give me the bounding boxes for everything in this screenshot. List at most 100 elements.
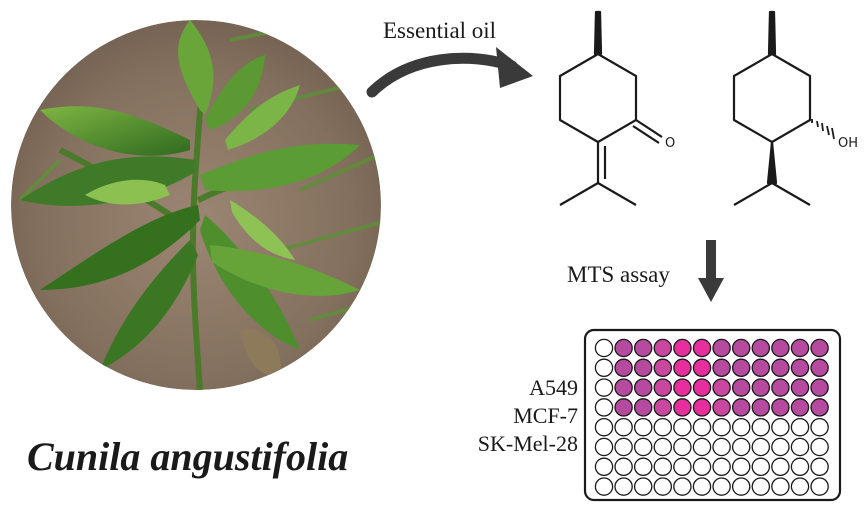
well-r7-c1 xyxy=(594,457,614,477)
well-r3-c2 xyxy=(614,378,633,397)
cell-line-mcf7: MCF-7 xyxy=(513,403,578,428)
well-r1-c7 xyxy=(712,338,731,358)
well-r4-c5 xyxy=(673,398,692,417)
well-r3-c7 xyxy=(712,378,731,397)
well-r5-c11 xyxy=(790,417,810,437)
well-r3-c10 xyxy=(771,378,790,397)
well-r6-c9 xyxy=(751,437,771,457)
well-r8-c1 xyxy=(594,477,614,496)
well-r8-c8 xyxy=(731,477,751,496)
well-r1-c11 xyxy=(790,338,810,358)
well-r4-c11 xyxy=(790,398,810,417)
well-r1-c1 xyxy=(594,338,614,358)
plant-photo xyxy=(11,20,381,390)
pulegone-ring xyxy=(558,52,638,144)
well-r7-c3 xyxy=(633,457,653,477)
well-r4-c2 xyxy=(614,398,633,417)
well-r1-c5 xyxy=(673,338,692,358)
well-r6-c4 xyxy=(653,437,673,457)
well-r8-c4 xyxy=(653,477,673,496)
well-r6-c3 xyxy=(633,437,653,457)
well-r4-c4 xyxy=(653,398,673,417)
well-r5-c5 xyxy=(673,417,692,437)
well-r1-c9 xyxy=(751,338,771,358)
well-r3-c8 xyxy=(731,378,751,397)
cell-line-skmel28: SK-Mel-28 xyxy=(478,431,578,456)
pulegone-structure xyxy=(558,10,663,206)
well-r6-c5 xyxy=(673,437,692,457)
well-plate xyxy=(583,328,842,502)
well-r7-c9 xyxy=(751,457,771,477)
well-r7-c7 xyxy=(712,457,731,477)
well-r3-c3 xyxy=(633,378,653,397)
well-r5-c12 xyxy=(810,417,829,437)
menthol-structure xyxy=(732,10,835,206)
well-r1-c6 xyxy=(692,338,712,358)
hydroxyl-label: OH xyxy=(838,136,858,151)
well-r4-c8 xyxy=(731,398,751,417)
well-r2-c7 xyxy=(712,358,731,378)
well-r8-c12 xyxy=(810,477,829,496)
well-r2-c6 xyxy=(692,358,712,378)
well-r7-c4 xyxy=(653,457,673,477)
well-r7-c8 xyxy=(731,457,751,477)
well-r5-c4 xyxy=(653,417,673,437)
well-r5-c2 xyxy=(614,417,633,437)
down-arrow-icon xyxy=(698,240,724,302)
essential-oil-label: Essential oil xyxy=(383,18,496,43)
well-r2-c11 xyxy=(790,358,810,378)
well-r2-c4 xyxy=(653,358,673,378)
well-r2-c12 xyxy=(810,358,829,378)
well-r5-c3 xyxy=(633,417,653,437)
well-r8-c11 xyxy=(790,477,810,496)
well-r8-c6 xyxy=(692,477,712,496)
species-name: Cunila angustifolia xyxy=(27,434,348,479)
well-r6-c6 xyxy=(692,437,712,457)
well-r3-c9 xyxy=(751,378,771,397)
well-r8-c9 xyxy=(751,477,771,496)
well-r8-c2 xyxy=(614,477,633,496)
well-r2-c5 xyxy=(673,358,692,378)
well-r3-c6 xyxy=(692,378,712,397)
well-r7-c2 xyxy=(614,457,633,477)
well-r5-c8 xyxy=(731,417,751,437)
curved-arrow-icon xyxy=(366,47,533,98)
well-r7-c6 xyxy=(692,457,712,477)
well-r2-c1 xyxy=(594,358,614,378)
plant-leaves xyxy=(20,20,360,370)
well-r4-c6 xyxy=(692,398,712,417)
well-r5-c10 xyxy=(771,417,790,437)
well-r3-c4 xyxy=(653,378,673,397)
well-r6-c1 xyxy=(594,437,614,457)
well-r7-c11 xyxy=(790,457,810,477)
well-r6-c7 xyxy=(712,437,731,457)
pulegone-methyl-wedge xyxy=(593,10,603,56)
well-r5-c1 xyxy=(594,417,614,437)
well-r8-c10 xyxy=(771,477,790,496)
well-r7-c12 xyxy=(810,457,829,477)
well-r4-c12 xyxy=(810,398,829,417)
well-r3-c1 xyxy=(594,378,614,397)
well-r6-c11 xyxy=(790,437,810,457)
cell-line-list: A549 MCF-7 SK-Mel-28 xyxy=(478,375,578,456)
well-r6-c2 xyxy=(614,437,633,457)
well-r1-c4 xyxy=(653,338,673,358)
well-r1-c8 xyxy=(731,338,751,358)
well-r3-c11 xyxy=(790,378,810,397)
well-r4-c1 xyxy=(594,398,614,417)
well-r2-c3 xyxy=(633,358,653,378)
well-r3-c12 xyxy=(810,378,829,397)
carbonyl-oxygen-label: O xyxy=(665,136,675,151)
well-grid xyxy=(594,338,829,496)
well-r3-c5 xyxy=(673,378,692,397)
cell-line-a549: A549 xyxy=(529,375,578,400)
well-r2-c10 xyxy=(771,358,790,378)
well-r2-c8 xyxy=(731,358,751,378)
well-r2-c2 xyxy=(614,358,633,378)
well-r6-c10 xyxy=(771,437,790,457)
well-r4-c10 xyxy=(771,398,790,417)
menthol-ring xyxy=(732,52,812,144)
well-r7-c5 xyxy=(673,457,692,477)
well-r7-c10 xyxy=(771,457,790,477)
